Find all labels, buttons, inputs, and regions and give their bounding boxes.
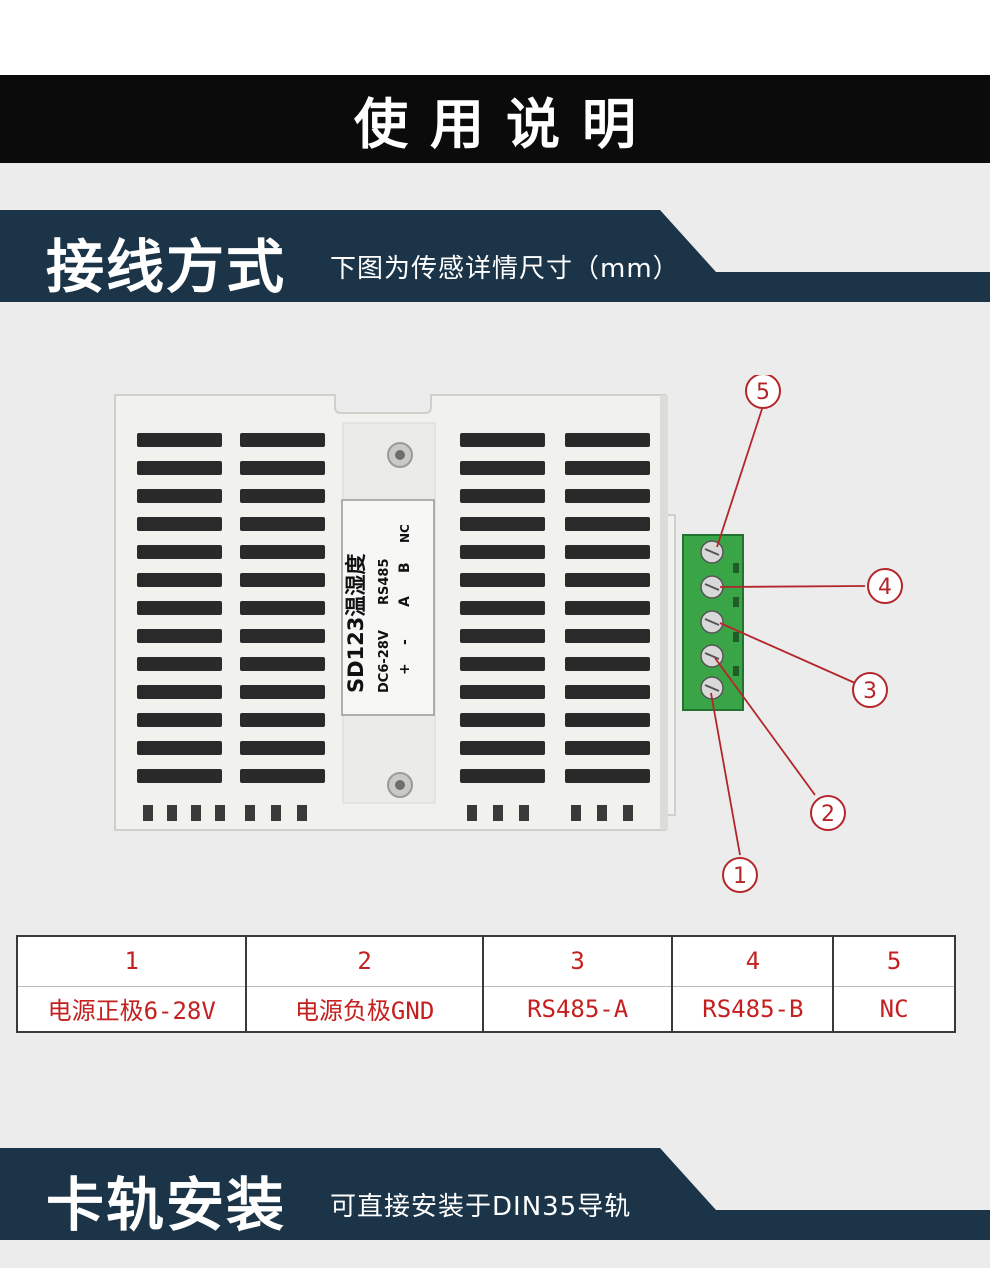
pin-label: RS485-B (671, 986, 835, 1033)
band-background (0, 210, 990, 302)
table-row: 1 2 3 4 5 (15, 935, 956, 987)
section-subtitle-wiring: 下图为传感详情尺寸（mm） (330, 254, 680, 284)
section-title-mount: 卡轨安装 (46, 1171, 287, 1239)
pin-number: 1 (15, 935, 248, 987)
header-bar: 使用说明 (0, 75, 990, 163)
device-label-bus: RS485 (377, 558, 392, 605)
pin-label: NC (832, 986, 956, 1033)
pin-label: 电源负极GND (245, 986, 484, 1033)
pin-number: 3 (481, 935, 674, 987)
callout-2: 2 (821, 802, 835, 827)
section-band-mount: 卡轨安装 可直接安装于DIN35导轨 (0, 1148, 990, 1240)
device-pin-b: B (397, 562, 413, 573)
section-title-wiring: 接线方式 (46, 233, 287, 301)
page-title: 使用说明 (354, 92, 658, 156)
pin-number: 5 (832, 935, 956, 987)
pin-label: RS485-A (481, 986, 674, 1033)
table-row: 电源正极6-28V 电源负极GND RS485-A RS485-B NC (15, 986, 956, 1033)
callout-3: 3 (863, 679, 877, 704)
sensor-device-drawing: SD123温湿度 DC6-28V RS485 + - A B NC (114, 373, 903, 893)
device-pin-plus: + (397, 663, 413, 675)
pin-label: 电源正极6-28V (15, 986, 248, 1033)
callout-4: 4 (878, 575, 892, 600)
pin-assignment-table: 1 2 3 4 5 电源正极6-28V 电源负极GND RS485-A RS48… (15, 935, 956, 1033)
band-background (0, 1148, 990, 1240)
device-pin-minus: - (397, 639, 413, 645)
pin-number: 2 (245, 935, 484, 987)
device-label-model: SD123温湿度 (344, 554, 368, 693)
device-pin-a: A (397, 596, 413, 607)
device-pin-nc: NC (398, 524, 412, 543)
section-band-wiring: 接线方式 下图为传感详情尺寸（mm） (0, 210, 990, 302)
section-subtitle-mount: 可直接安装于DIN35导轨 (330, 1192, 632, 1222)
callout-1: 1 (733, 864, 747, 889)
sensor-device-illustration: SD123温湿度 DC6-28V RS485 + - A B NC (95, 373, 925, 895)
callout-5: 5 (756, 380, 770, 405)
pin-number: 4 (671, 935, 835, 987)
top-margin (0, 0, 990, 75)
device-label-power: DC6-28V (377, 630, 392, 693)
